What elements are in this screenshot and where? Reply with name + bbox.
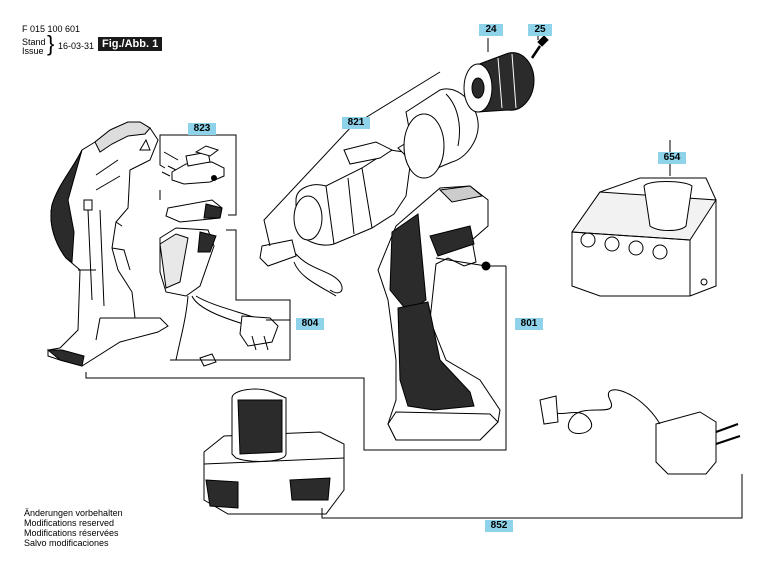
housing-front-801: [377, 185, 501, 441]
part-label-823: 823: [188, 123, 216, 135]
issue-date: 16-03-31: [58, 41, 95, 51]
figure-label: Fig./Abb. 1: [98, 37, 163, 51]
part-label-821: 821: [342, 117, 370, 129]
power-adapter: [539, 389, 741, 475]
footer-line-en: Modifications reserved: [24, 518, 115, 528]
drill-chuck-24: [463, 52, 535, 113]
chuck-screw-25: [530, 35, 549, 59]
part-label-852: 852: [485, 520, 513, 532]
part-label-25: 25: [528, 24, 552, 36]
issue-label: Issue: [22, 46, 44, 56]
footer-line-de: Änderungen vorbehalten: [24, 508, 123, 518]
brace-glyph: }: [47, 31, 55, 56]
charger-654: [571, 177, 717, 297]
battery-852: [203, 388, 345, 515]
part-label-801: 801: [515, 318, 543, 330]
part-label-24: 24: [479, 24, 503, 36]
part-label-654: 654: [658, 152, 686, 164]
footer-line-fr: Modifications réservées: [24, 528, 119, 538]
switch-assembly-804: [159, 227, 279, 367]
motor-gearbox-821: [259, 137, 421, 297]
stand-label: Stand: [22, 37, 46, 47]
footer-line-es: Salvo modificaciones: [24, 538, 109, 548]
housing-half: [46, 121, 169, 367]
part-label-804: 804: [296, 318, 324, 330]
gear-ring: [403, 88, 479, 179]
part-number: F 015 100 601: [22, 24, 81, 34]
switch-parts-823: [161, 145, 225, 223]
